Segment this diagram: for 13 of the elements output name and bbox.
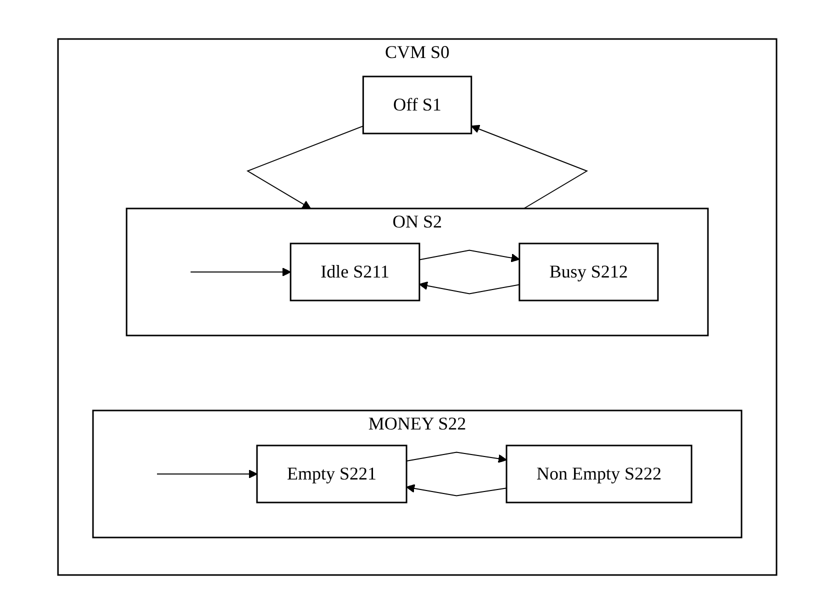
arrow [418, 250, 520, 262]
node-box: Idle S211 [290, 242, 420, 302]
node-box: Non Empty S222 [506, 444, 692, 504]
arrow [190, 268, 291, 276]
arrow [418, 281, 520, 294]
arrow [406, 452, 507, 464]
node-box: Empty S221 [256, 444, 407, 504]
arrow [246, 126, 364, 209]
arrow [470, 124, 588, 209]
arrow [406, 484, 507, 496]
node-box: Off S1 [362, 76, 472, 134]
node-box: Busy S212 [518, 242, 658, 302]
arrow [156, 470, 258, 478]
